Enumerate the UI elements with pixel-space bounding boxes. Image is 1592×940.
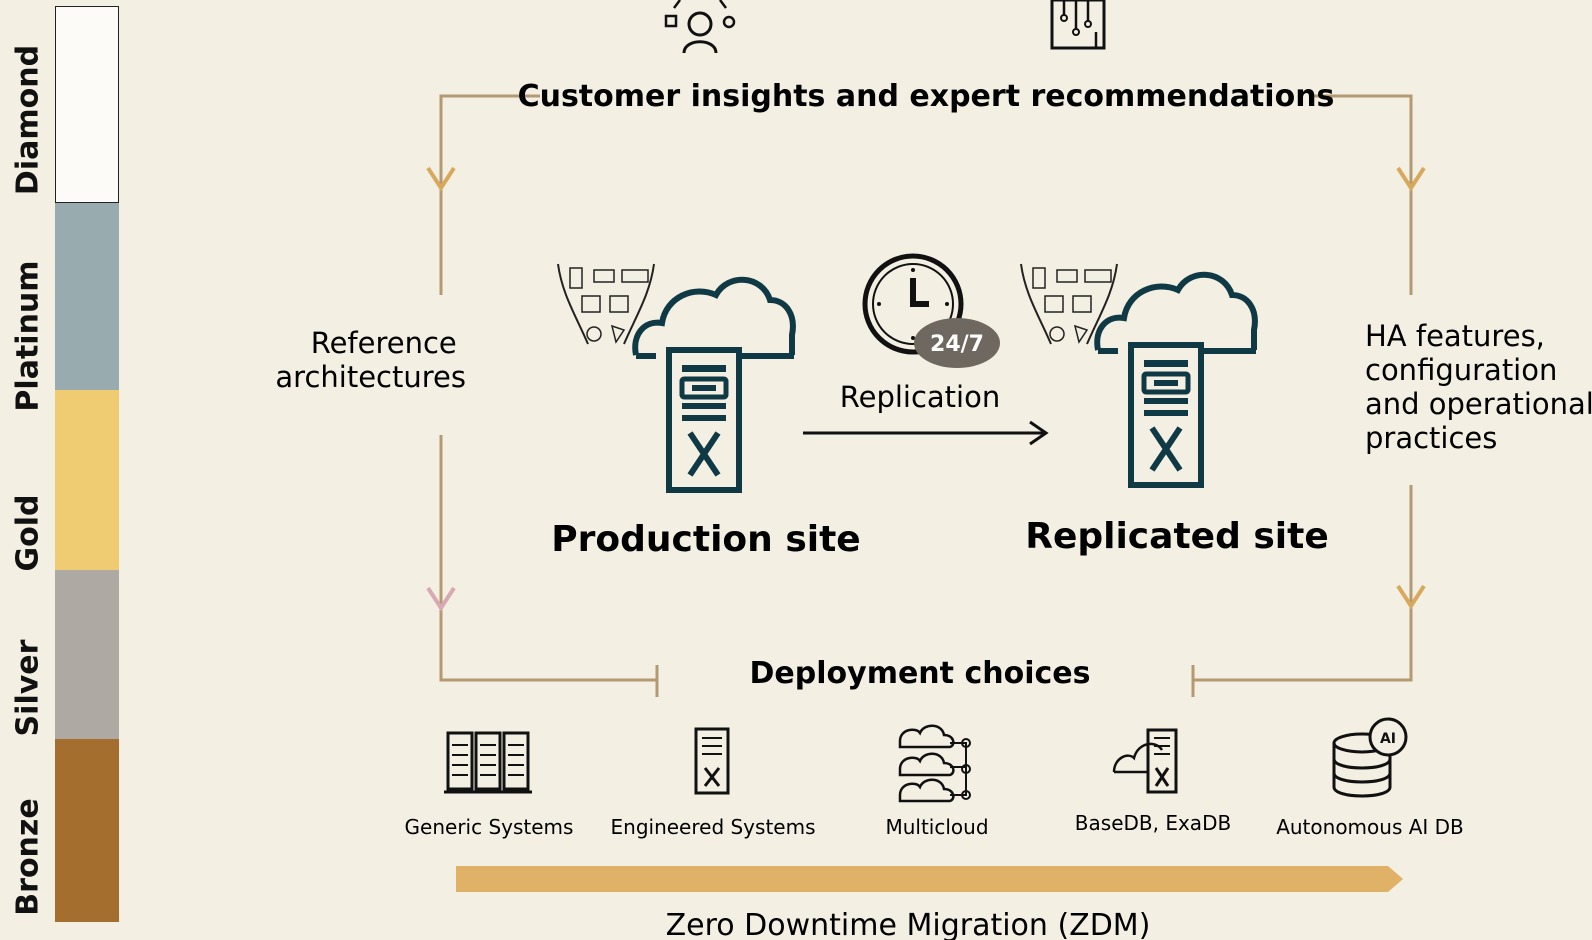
replication-label: Replication (840, 380, 1000, 414)
replicated-site-label: Replicated site (1025, 516, 1329, 557)
right-label-line-4: practices (1365, 421, 1497, 455)
tier-gold-segment (55, 390, 119, 570)
autonomous-db-icon: AI (1332, 717, 1408, 798)
server-racks-icon (444, 731, 532, 794)
zdm-label: Zero Downtime Migration (ZDM) (666, 908, 1151, 940)
replication-arrow (803, 420, 1049, 446)
clock-icon (862, 253, 964, 355)
production-site-label: Production site (551, 519, 860, 560)
svg-text:AI: AI (1380, 731, 1396, 747)
cloud-exadata-icon (1112, 728, 1178, 794)
tier-bronze-segment (55, 739, 119, 922)
availability-badge: 24/7 (914, 318, 1000, 368)
left-label: Reference architectures (275, 326, 466, 394)
multicloud-icon (898, 724, 971, 803)
tier-platinum-segment (55, 203, 119, 390)
flow-lines (439, 94, 1413, 697)
deployment-label-autonomous: Autonomous AI DB (1276, 815, 1464, 839)
top-heading: Customer insights and expert recommendat… (518, 79, 1335, 114)
zdm-arrow-bar (456, 866, 1403, 892)
left-label-line-2: architectures (275, 360, 466, 394)
replicated-data-icons (1020, 263, 1118, 345)
replicated-cloud-server-icon (1097, 275, 1256, 485)
circuit-board-icon (1050, 0, 1106, 50)
deployment-label-engineered: Engineered Systems (611, 815, 816, 839)
right-label: HA features, configuration and operation… (1365, 319, 1592, 455)
deployment-label-basedb: BaseDB, ExaDB (1075, 811, 1231, 835)
right-label-line-3: and operational (1365, 387, 1592, 421)
tier-silver-segment (55, 570, 119, 739)
expert-person-icon (664, 0, 736, 54)
tier-diamond-segment (55, 6, 119, 203)
arrow-tip-left-bottom (426, 586, 456, 612)
production-cloud-server-icon (635, 280, 794, 490)
left-label-line-1: Reference (311, 326, 457, 360)
right-label-line-1: HA features, (1365, 319, 1545, 353)
deployment-label-multicloud: Multicloud (885, 815, 988, 839)
right-label-line-2: configuration (1365, 353, 1557, 387)
deployment-heading: Deployment choices (750, 656, 1091, 691)
exadata-server-icon (694, 727, 730, 795)
deployment-label-generic: Generic Systems (405, 815, 574, 839)
availability-badge-text: 24/7 (930, 332, 984, 357)
